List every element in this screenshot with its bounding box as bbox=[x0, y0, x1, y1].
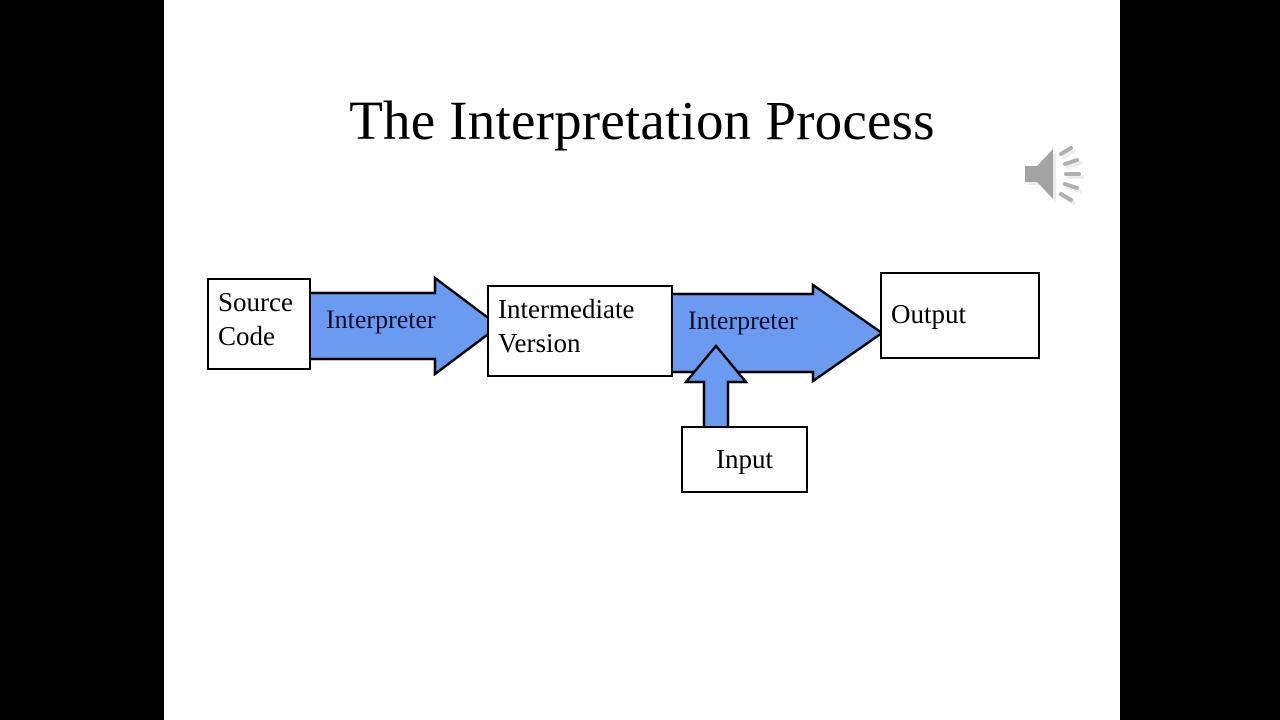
arrow-input-feed bbox=[683, 344, 749, 430]
slide-canvas: The Interpretation Process bbox=[164, 0, 1120, 720]
arrow-label-interpreter-1: Interpreter bbox=[326, 305, 436, 334]
node-intermediate-version-line1: Intermediate bbox=[498, 294, 635, 324]
node-source-code-line1: Source bbox=[218, 287, 293, 317]
node-source-code-line2: Code bbox=[218, 321, 275, 351]
node-input-label: Input bbox=[716, 444, 773, 474]
node-intermediate-version-line2: Version bbox=[498, 328, 581, 358]
node-output-label: Output bbox=[891, 299, 967, 329]
node-output[interactable]: Output bbox=[880, 272, 1040, 359]
node-source-code-label: Source Code bbox=[218, 285, 305, 353]
arrow-label-interpreter-2: Interpreter bbox=[688, 306, 798, 335]
node-intermediate-version[interactable]: Intermediate Version bbox=[487, 285, 673, 377]
speaker-icon[interactable] bbox=[1021, 142, 1091, 210]
node-input[interactable]: Input bbox=[681, 426, 808, 493]
node-intermediate-version-label: Intermediate Version bbox=[498, 292, 667, 360]
interpretation-process-diagram: Interpreter Interpreter Source Code In bbox=[164, 0, 1120, 720]
node-source-code[interactable]: Source Code bbox=[207, 278, 311, 370]
letterbox-right bbox=[1120, 0, 1280, 720]
arrow-interpreter-1 bbox=[307, 276, 501, 376]
page-title: The Interpretation Process bbox=[349, 90, 935, 151]
letterbox-left bbox=[0, 0, 164, 720]
